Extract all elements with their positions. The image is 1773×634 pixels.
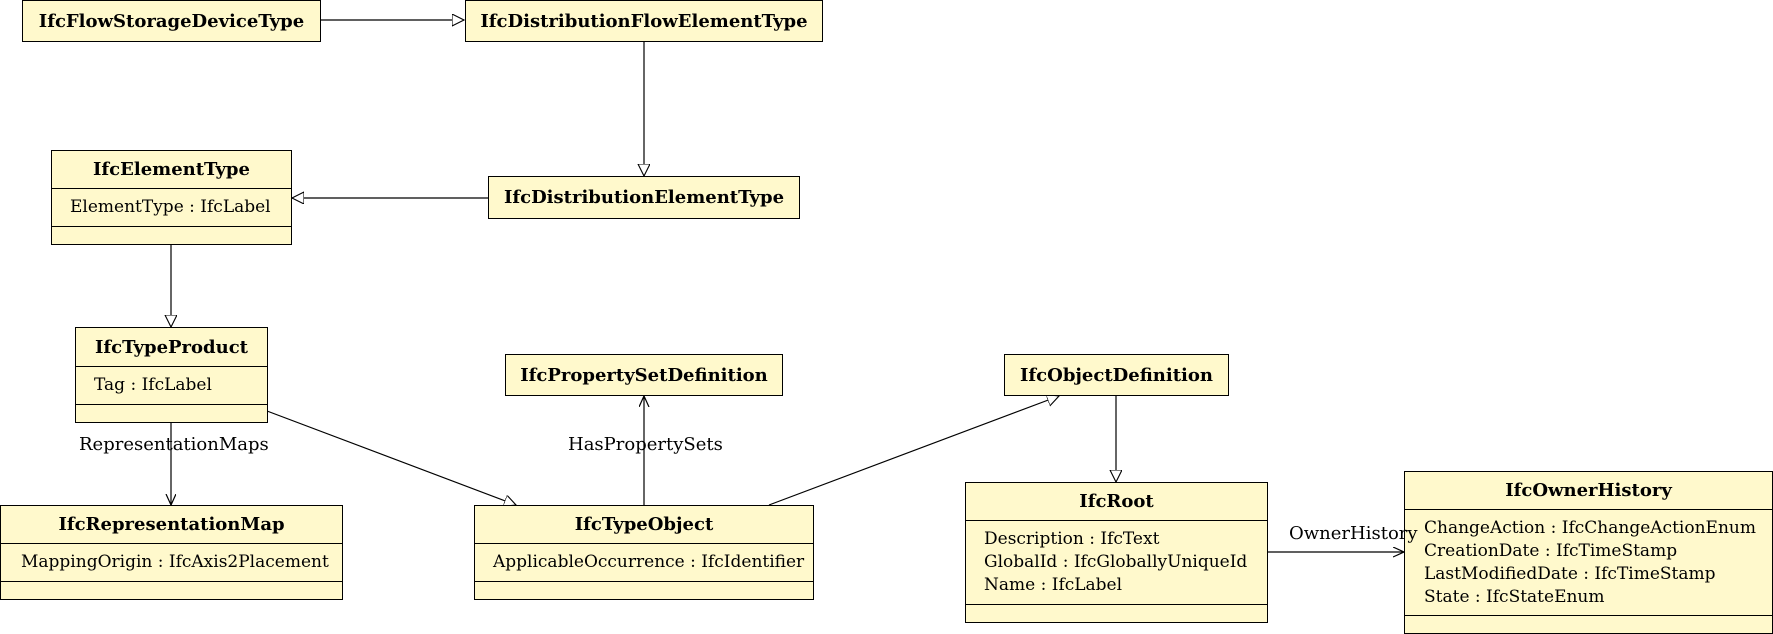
- label-representationmaps: RepresentationMaps: [79, 434, 269, 455]
- class-name: IfcPropertySetDefinition: [520, 364, 768, 386]
- class-ifcflowstoragedevicetype[interactable]: IfcFlowStorageDeviceType: [22, 0, 321, 42]
- attribute: Name : IfcLabel: [984, 575, 1123, 595]
- class-name: IfcRoot: [1079, 491, 1154, 512]
- attribute: MappingOrigin : IfcAxis2Placement: [21, 552, 329, 572]
- attribute: State : IfcStateEnum: [1424, 586, 1605, 607]
- class-ifctypeproduct[interactable]: IfcTypeProduct Tag : IfcLabel: [75, 327, 268, 423]
- class-ifcobjectdefinition[interactable]: IfcObjectDefinition: [1004, 354, 1229, 396]
- attribute: Tag : IfcLabel: [94, 375, 212, 395]
- attribute: GlobalId : IfcGloballyUniqueId: [984, 552, 1248, 572]
- attribute: ChangeAction : IfcChangeActionEnum: [1424, 517, 1756, 538]
- class-ifcdistributionelementtype[interactable]: IfcDistributionElementType: [488, 176, 800, 219]
- class-ifcownerhistory[interactable]: IfcOwnerHistory ChangeAction : IfcChange…: [1404, 471, 1773, 634]
- class-name: IfcTypeProduct: [94, 336, 248, 358]
- label-haspropertysets: HasPropertySets: [568, 434, 723, 455]
- generalization-typeproduct-to-typeobject: [266, 410, 516, 505]
- attribute: ElementType : IfcLabel: [70, 197, 271, 217]
- class-name: IfcElementType: [93, 159, 250, 180]
- label-ownerhistory: OwnerHistory: [1289, 523, 1418, 544]
- class-name: IfcObjectDefinition: [1020, 364, 1213, 386]
- class-operations: [1405, 615, 1772, 633]
- attribute: LastModifiedDate : IfcTimeStamp: [1424, 563, 1716, 584]
- attribute: Description : IfcText: [984, 529, 1160, 549]
- class-operations: [966, 604, 1267, 622]
- class-ifcroot[interactable]: IfcRoot Description : IfcText GlobalId :…: [965, 482, 1268, 623]
- class-attributes: Tag : IfcLabel: [76, 366, 267, 404]
- class-name: IfcTypeObject: [574, 514, 714, 535]
- class-ifctypeobject[interactable]: IfcTypeObject ApplicableOccurrence : Ifc…: [474, 505, 814, 600]
- class-attributes: Description : IfcText GlobalId : IfcGlob…: [966, 520, 1267, 604]
- class-attributes: ChangeAction : IfcChangeActionEnum Creat…: [1405, 509, 1772, 615]
- class-operations: [76, 404, 267, 422]
- class-ifcdistributionflowelementtype[interactable]: IfcDistributionFlowElementType: [465, 0, 823, 42]
- class-attributes: MappingOrigin : IfcAxis2Placement: [1, 543, 342, 581]
- class-ifcpropertysetdefinition[interactable]: IfcPropertySetDefinition: [505, 354, 783, 396]
- attribute: CreationDate : IfcTimeStamp: [1424, 540, 1678, 561]
- class-attributes: ElementType : IfcLabel: [52, 188, 291, 226]
- class-name: IfcDistributionElementType: [503, 187, 785, 208]
- class-operations: [475, 581, 813, 599]
- class-attributes: ApplicableOccurrence : IfcIdentifier: [475, 543, 813, 581]
- class-ifcelementtype[interactable]: IfcElementType ElementType : IfcLabel: [51, 150, 292, 245]
- class-name: IfcRepresentationMap: [58, 514, 285, 535]
- class-operations: [1, 581, 342, 599]
- class-operations: [52, 226, 291, 244]
- class-name: IfcOwnerHistory: [1505, 480, 1672, 501]
- class-name: IfcFlowStorageDeviceType: [38, 10, 305, 32]
- class-name: IfcDistributionFlowElementType: [480, 10, 808, 32]
- class-ifcrepresentationmap[interactable]: IfcRepresentationMap MappingOrigin : Ifc…: [0, 505, 343, 600]
- attribute: ApplicableOccurrence : IfcIdentifier: [493, 552, 805, 572]
